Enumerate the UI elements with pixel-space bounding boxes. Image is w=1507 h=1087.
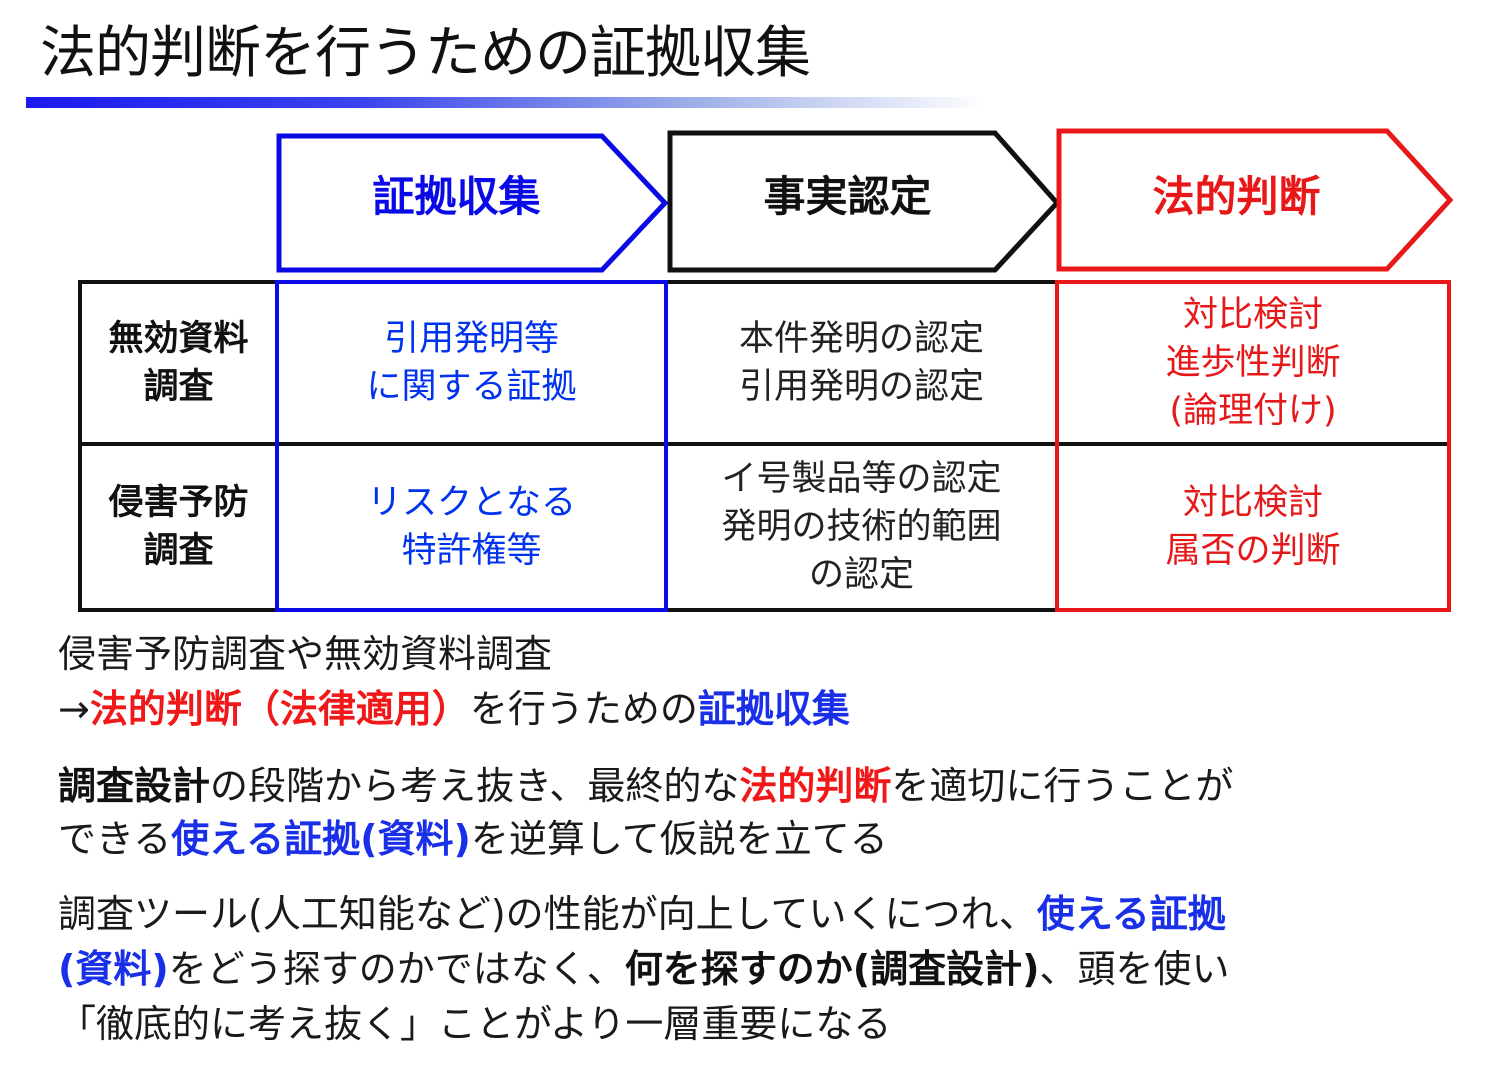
table-cell: 対比検討 進歩性判断 (論理付け) [1059, 284, 1447, 442]
stage-label-fact-finding: 事実認定 [670, 162, 1025, 232]
row-header-infringement-prevention: 侵害予防 調査 [82, 446, 275, 608]
table-cell: イ号製品等の認定 発明の技術的範囲 の認定 [668, 446, 1055, 608]
table-cell: 本件発明の認定 引用発明の認定 [668, 284, 1055, 442]
paragraph-3-line-2: (資料)をどう探すのかではなく、何を探すのか(調査設計)、頭を使い [58, 945, 1230, 993]
stage-label-legal-judgment: 法的判断 [1059, 162, 1414, 232]
table-cell: 引用発明等 に関する証拠 [279, 284, 664, 442]
stage-label-evidence-collection: 証拠収集 [279, 162, 634, 232]
table-cell: 対比検討 属否の判断 [1059, 446, 1447, 608]
paragraph-1-line-2: →法的判断（法律適用）を行うための証拠収集 [58, 685, 850, 733]
paragraph-2-line-2: できる使える証拠(資料)を逆算して仮説を立てる [58, 815, 888, 863]
paragraph-2-line-1: 調査設計の段階から考え抜き、最終的な法的判断を適切に行うことが [58, 762, 1233, 810]
row-header-invalidity-search: 無効資料 調査 [82, 284, 275, 442]
paragraph-3-line-3: 「徹底的に考え抜く」ことがより一層重要になる [58, 1000, 891, 1048]
paragraph-3-line-1: 調査ツール(人工知能など)の性能が向上していくにつれ、使える証拠 [58, 890, 1226, 938]
table-cell: リスクとなる 特許権等 [279, 446, 664, 608]
paragraph-1-line-1: 侵害予防調査や無効資料調査 [58, 630, 552, 678]
